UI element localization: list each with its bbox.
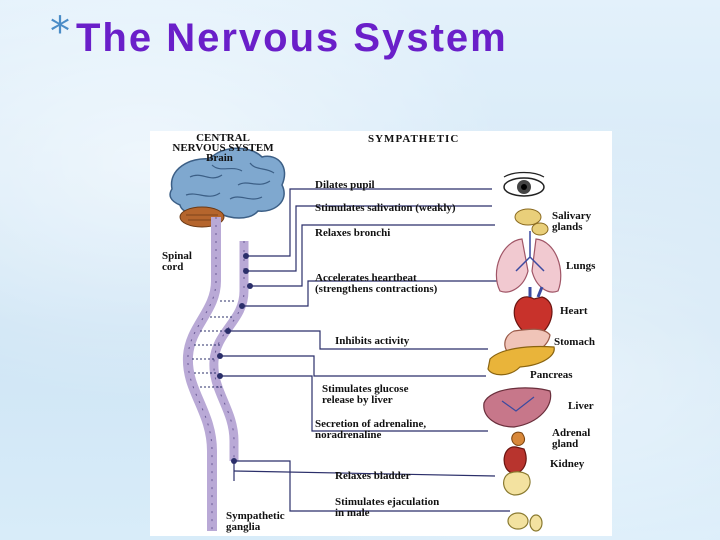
eye-illustration <box>503 171 545 197</box>
effect-dilates-pupil: Dilates pupil <box>315 179 375 191</box>
organ-lungs: Lungs <box>566 260 596 272</box>
organ-salivary-glands: Salivary glands <box>552 210 592 233</box>
organ-adrenal-gland: Adrenal gland <box>552 427 591 450</box>
organ-stomach: Stomach <box>554 336 595 348</box>
header-sympathetic: SYMPATHETIC <box>368 133 460 145</box>
bullet-asterisk: * <box>50 9 70 55</box>
effect-stimulates-salivation: Stimulates salivation (weakly) <box>315 202 456 214</box>
sympathetic-nervous-system-diagram: CENTRAL NERVOUS SYSTEM Brain SYMPATHETIC… <box>150 131 612 536</box>
header-cns: CENTRAL NERVOUS SYSTEM <box>172 132 274 154</box>
bladder-illustration <box>503 471 531 496</box>
sympathetic-ganglia-label: Sympathetic ganglia <box>226 510 285 533</box>
lungs-illustration <box>495 231 562 293</box>
effect-accelerates-heartbeat: Accelerates heartbeat (strengthens contr… <box>315 272 438 295</box>
effect-relaxes-bronchi: Relaxes bronchi <box>315 227 391 239</box>
salivary-glands-illustration <box>514 208 549 236</box>
brain-label: Brain <box>206 152 233 164</box>
organ-kidney: Kidney <box>550 458 585 470</box>
organ-pancreas: Pancreas <box>530 369 573 381</box>
pancreas-illustration <box>487 345 555 376</box>
title-row: * The Nervous System <box>50 9 508 74</box>
effect-stimulates-ejaculation: Stimulates ejaculation in male <box>335 496 440 519</box>
effect-relaxes-bladder: Relaxes bladder <box>335 470 411 482</box>
organ-liver: Liver <box>568 400 594 412</box>
diagram-artwork <box>169 147 562 532</box>
effect-stimulates-glucose: Stimulates glucose release by liver <box>322 383 409 406</box>
cerebrum <box>169 147 286 219</box>
liver-illustration <box>483 387 552 428</box>
adrenal-kidney-illustration <box>503 431 527 474</box>
organ-heart: Heart <box>560 305 588 317</box>
reproductive-organs-illustration <box>507 512 543 532</box>
effect-secretion-adrenaline: Secretion of adrenaline, noradrenaline <box>315 418 427 441</box>
slide-title: The Nervous System <box>76 16 508 60</box>
effect-inhibits-activity: Inhibits activity <box>335 335 410 347</box>
spinal-cord-label: Spinal cord <box>162 250 192 273</box>
